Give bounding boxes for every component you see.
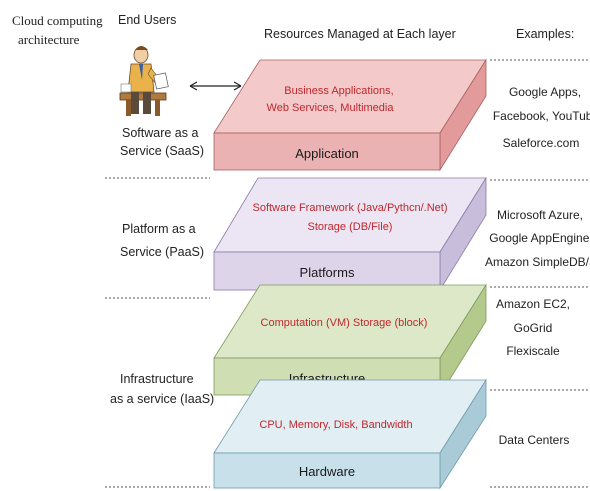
iaas-label-line1: Infrastructure — [120, 372, 194, 386]
paas-label-line1: Platform as a — [122, 222, 196, 236]
hardware-front — [213, 452, 441, 489]
layer-infrastructure: Computation (VM) Storage (block) Infrast… — [213, 283, 487, 397]
example-paas-line1: Microsoft Azure, — [497, 208, 583, 222]
example-saas-line3: Saleforce.com — [503, 136, 580, 150]
infrastructure-resources-line1: Computation (VM) Storage (block) — [261, 317, 428, 329]
hardware-top — [213, 379, 487, 454]
examples-header: Examples: — [516, 27, 574, 41]
iaas-label-line2: as a service (IaaS) — [110, 392, 214, 406]
application-resources-line1: Business Applications, — [284, 85, 393, 97]
example-iaas-line1: Amazon EC2, — [496, 297, 570, 311]
platforms-resources-line2: Storage (DB/File) — [308, 221, 393, 233]
interaction-arrow — [189, 81, 242, 91]
end-user-icon — [119, 46, 169, 116]
diagram-title-line2: architecture — [18, 32, 80, 47]
application-front — [213, 132, 441, 171]
platforms-layer-name: Platforms — [300, 265, 355, 280]
saas-label-line1: Software as a — [122, 126, 198, 140]
platforms-top — [213, 177, 487, 253]
hardware-layer-name: Hardware — [299, 464, 355, 479]
end-users-label: End Users — [118, 13, 176, 27]
example-saas-line1: Google Apps, — [509, 85, 581, 99]
hardware-resources-line1: CPU, Memory, Disk, Bandwidth — [259, 419, 412, 431]
saas-label-line2: Service (SaaS) — [120, 144, 204, 158]
example-saas-line2: Facebook, YouTube — [493, 109, 590, 123]
example-paas-line3: Amazon SimpleDB/S — [485, 255, 590, 269]
layer-application: Business Applications, Web Services, Mul… — [213, 58, 487, 172]
diagram-title-line1: Cloud computing — [12, 13, 103, 28]
layer-hardware: CPU, Memory, Disk, Bandwidth Hardware — [213, 378, 487, 490]
layer-platforms: Software Framework (Java/Pythcn/.Net) St… — [213, 176, 487, 292]
layer-dividers — [105, 59, 590, 488]
application-resources-line2: Web Services, Multimedia — [267, 102, 395, 114]
example-iaas-line2: GoGrid — [514, 321, 553, 335]
example-paas-line2: Google AppEngine, — [489, 231, 590, 245]
example-iaas-line3: Flexiscale — [506, 344, 560, 358]
paas-label-line2: Service (PaaS) — [120, 245, 204, 259]
example-hardware-line1: Data Centers — [499, 433, 570, 447]
resources-header: Resources Managed at Each layer — [264, 27, 456, 41]
platforms-resources-line1: Software Framework (Java/Pythcn/.Net) — [252, 202, 447, 214]
application-layer-name: Application — [295, 146, 359, 161]
